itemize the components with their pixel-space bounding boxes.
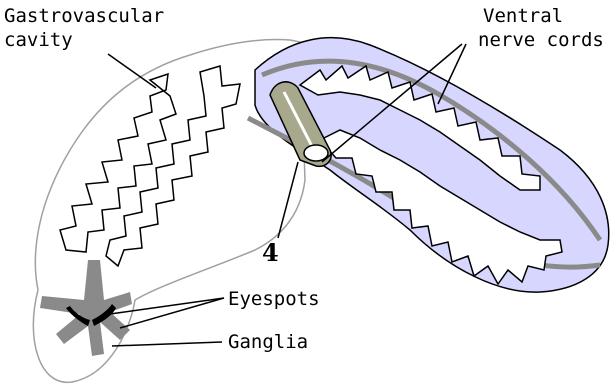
eyespot-leader-2 [120, 298, 224, 328]
ganglia-leader [112, 342, 222, 346]
label-cavity: cavity [4, 29, 73, 51]
label-nerve-cords: nerve cords [478, 29, 604, 51]
label-gastrovascular: Gastrovascular [4, 5, 164, 27]
label-ventral: Ventral [483, 5, 563, 27]
label-ganglia: Ganglia [228, 331, 308, 353]
label-number: 4 [262, 238, 279, 267]
label-eyespots: Eyespots [228, 288, 320, 310]
